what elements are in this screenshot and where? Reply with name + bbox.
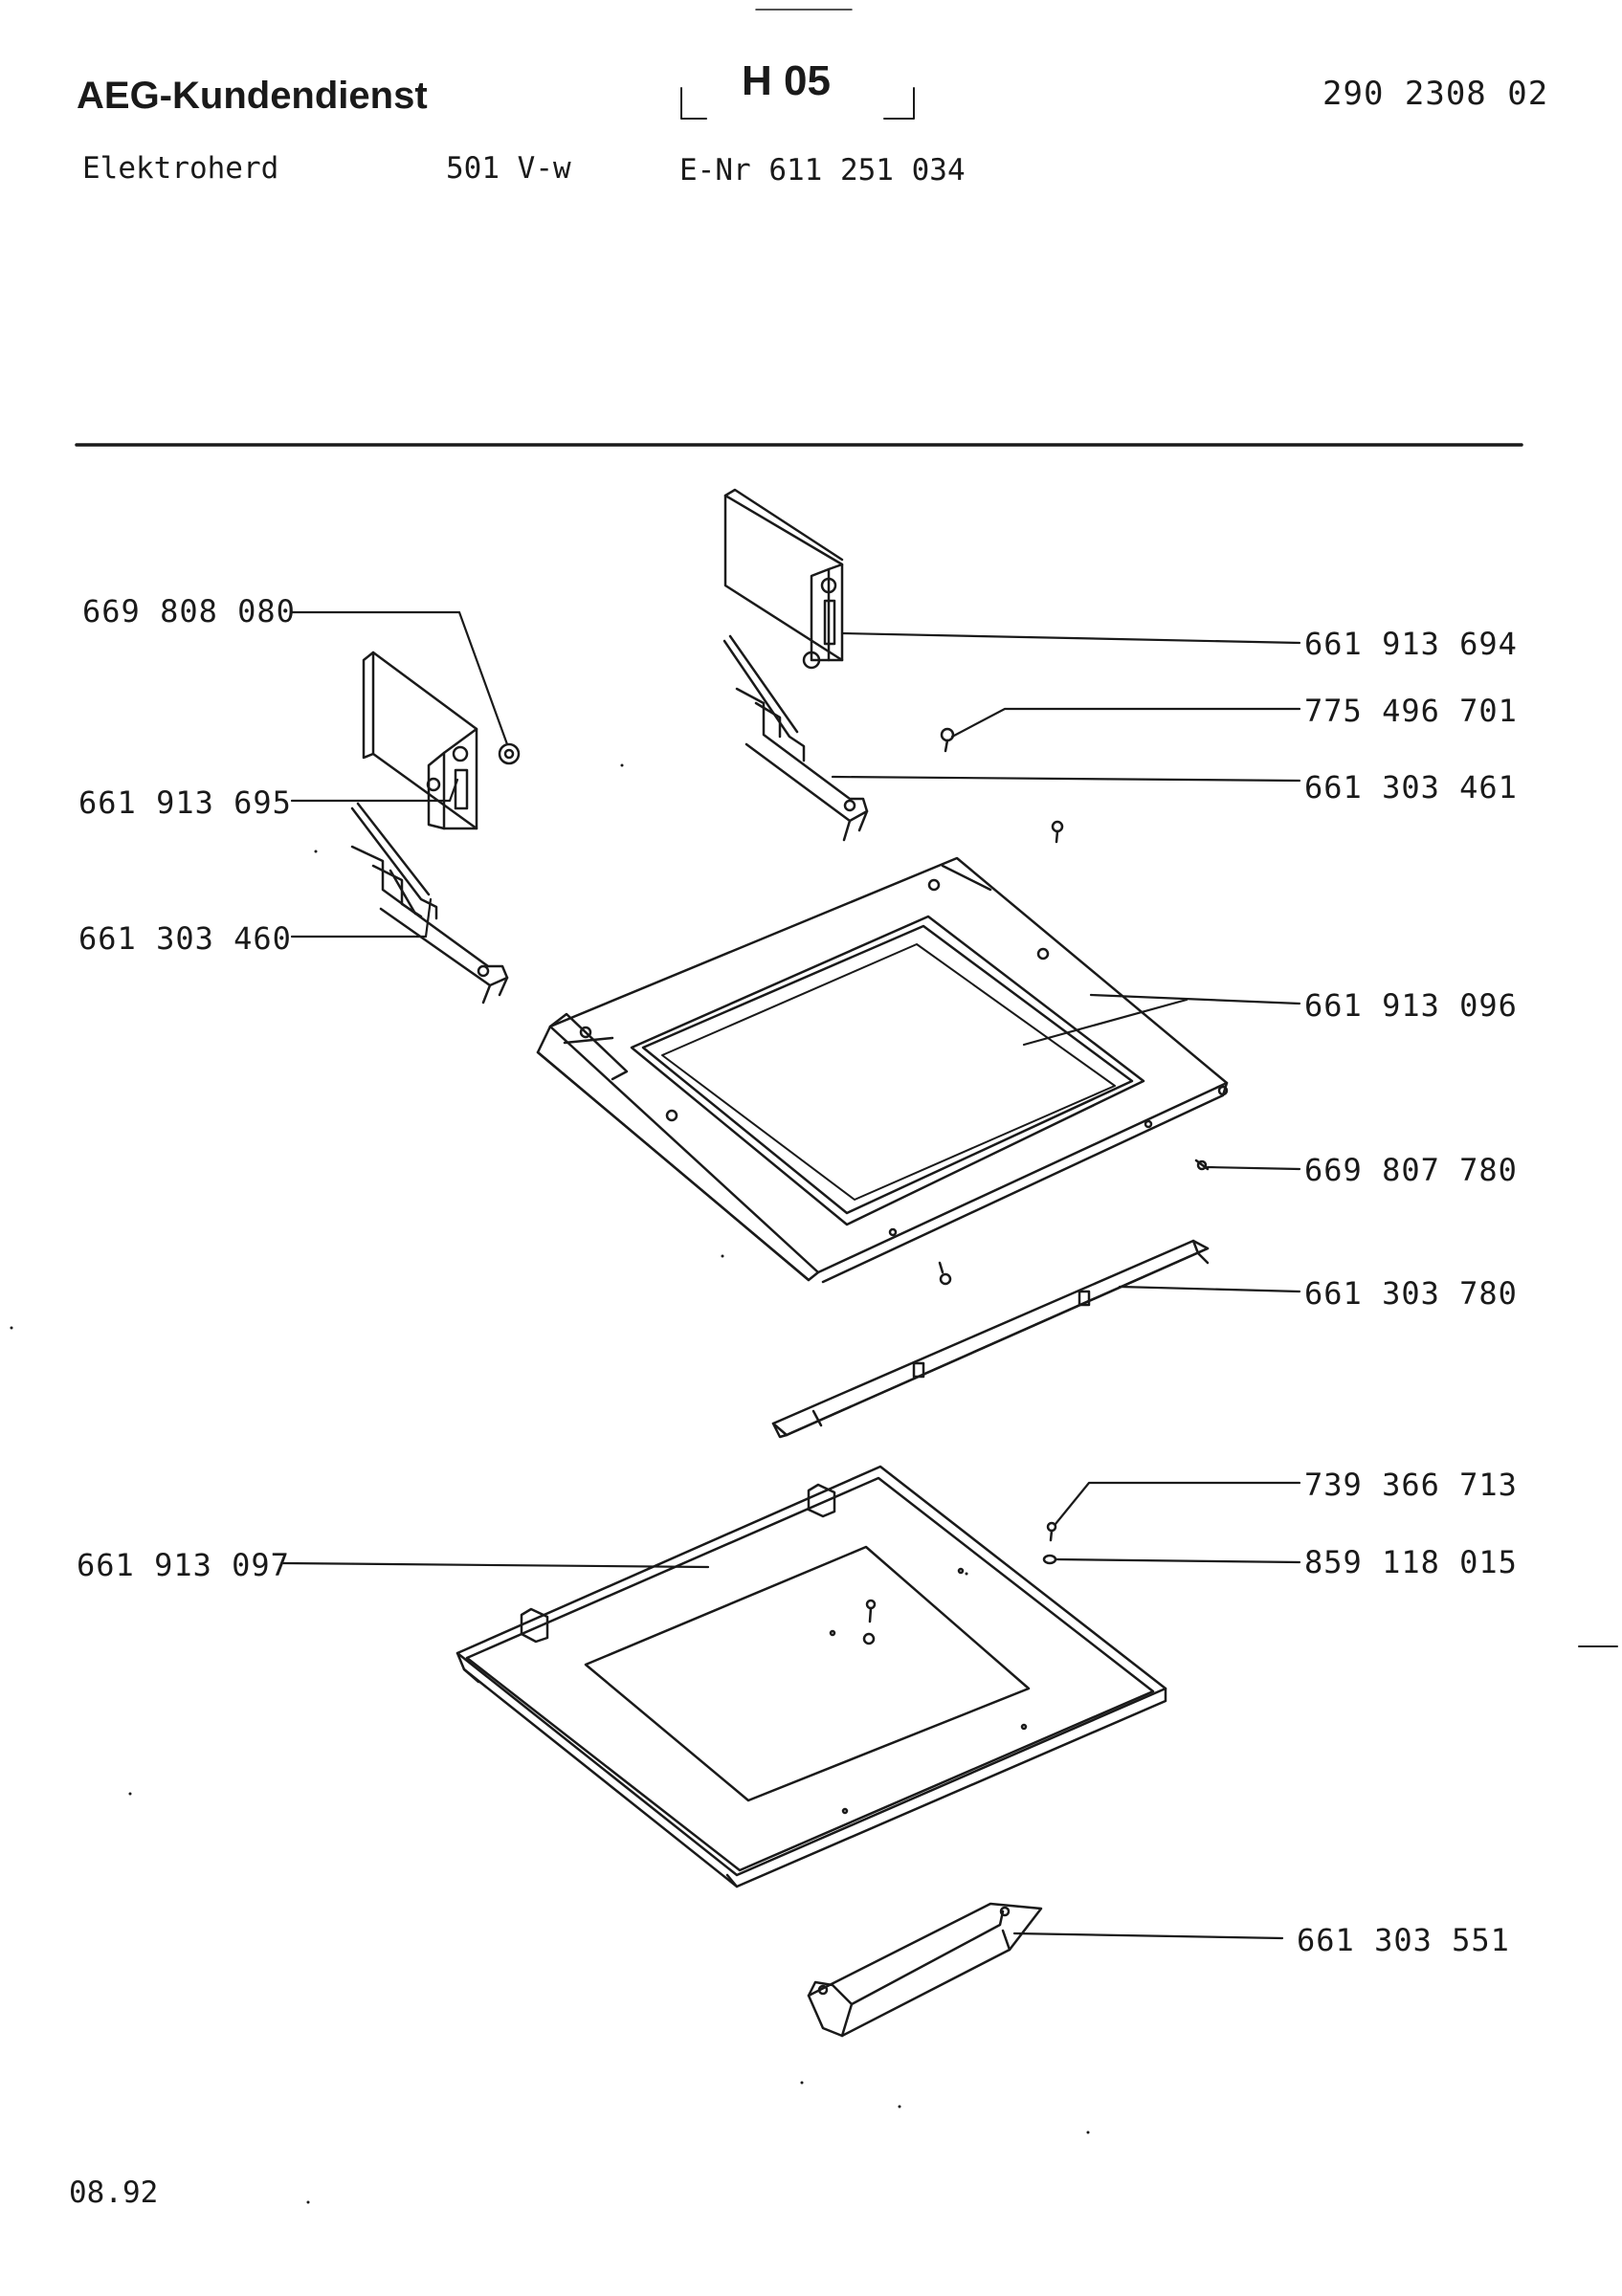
- diagram-code: H 05: [742, 57, 831, 104]
- washer-859-118-015: [1042, 1554, 1057, 1565]
- part-label: 661 913 097: [77, 1547, 290, 1583]
- screw-top-center: [1051, 820, 1064, 844]
- leader-lines: [280, 610, 1301, 1940]
- door-handle-strip: [807, 1902, 1043, 2038]
- washer-part: [498, 742, 521, 765]
- part-label: 739 366 713: [1304, 1467, 1518, 1503]
- screw-739-366-713: [1046, 1521, 1057, 1542]
- part-label: 669 807 780: [1304, 1152, 1518, 1188]
- part-label: 661 303 551: [1297, 1922, 1510, 1958]
- outer-door-panel: [455, 1465, 1167, 1888]
- bottom-profile: [771, 1239, 1210, 1439]
- inner-door-frame: [536, 856, 1229, 1284]
- scan-dots: [10, 763, 1090, 2204]
- part-label: 669 808 080: [82, 593, 296, 629]
- hinge-right: [722, 634, 869, 842]
- code-bracket-marks: [680, 9, 915, 120]
- footer-date: 08.92: [69, 2175, 159, 2210]
- screw-center: [938, 1261, 952, 1286]
- hinge-cover-right: [723, 488, 844, 670]
- part-label: 661 303 460: [78, 920, 292, 957]
- hinge-left: [350, 802, 509, 1004]
- document-number: 290 2308 02: [1322, 75, 1549, 113]
- screw-669-807-780: [1194, 1159, 1210, 1171]
- part-label: 661 303 780: [1304, 1275, 1518, 1312]
- hinge-cover-left: [362, 651, 478, 830]
- part-label: 661 303 461: [1304, 769, 1518, 806]
- part-label: 661 913 694: [1304, 626, 1518, 662]
- brand-title: AEG-Kundendienst: [77, 75, 428, 117]
- part-label: 661 913 096: [1304, 987, 1518, 1024]
- part-label: 775 496 701: [1304, 693, 1518, 729]
- part-label: 661 913 695: [78, 784, 292, 821]
- part-label: 859 118 015: [1304, 1544, 1518, 1580]
- product-name: Elektroherd: [82, 151, 279, 186]
- enr-number: E-Nr 611 251 034: [679, 153, 966, 188]
- model-name: 501 V-w: [446, 151, 571, 186]
- screw-775-496-701: [940, 727, 955, 753]
